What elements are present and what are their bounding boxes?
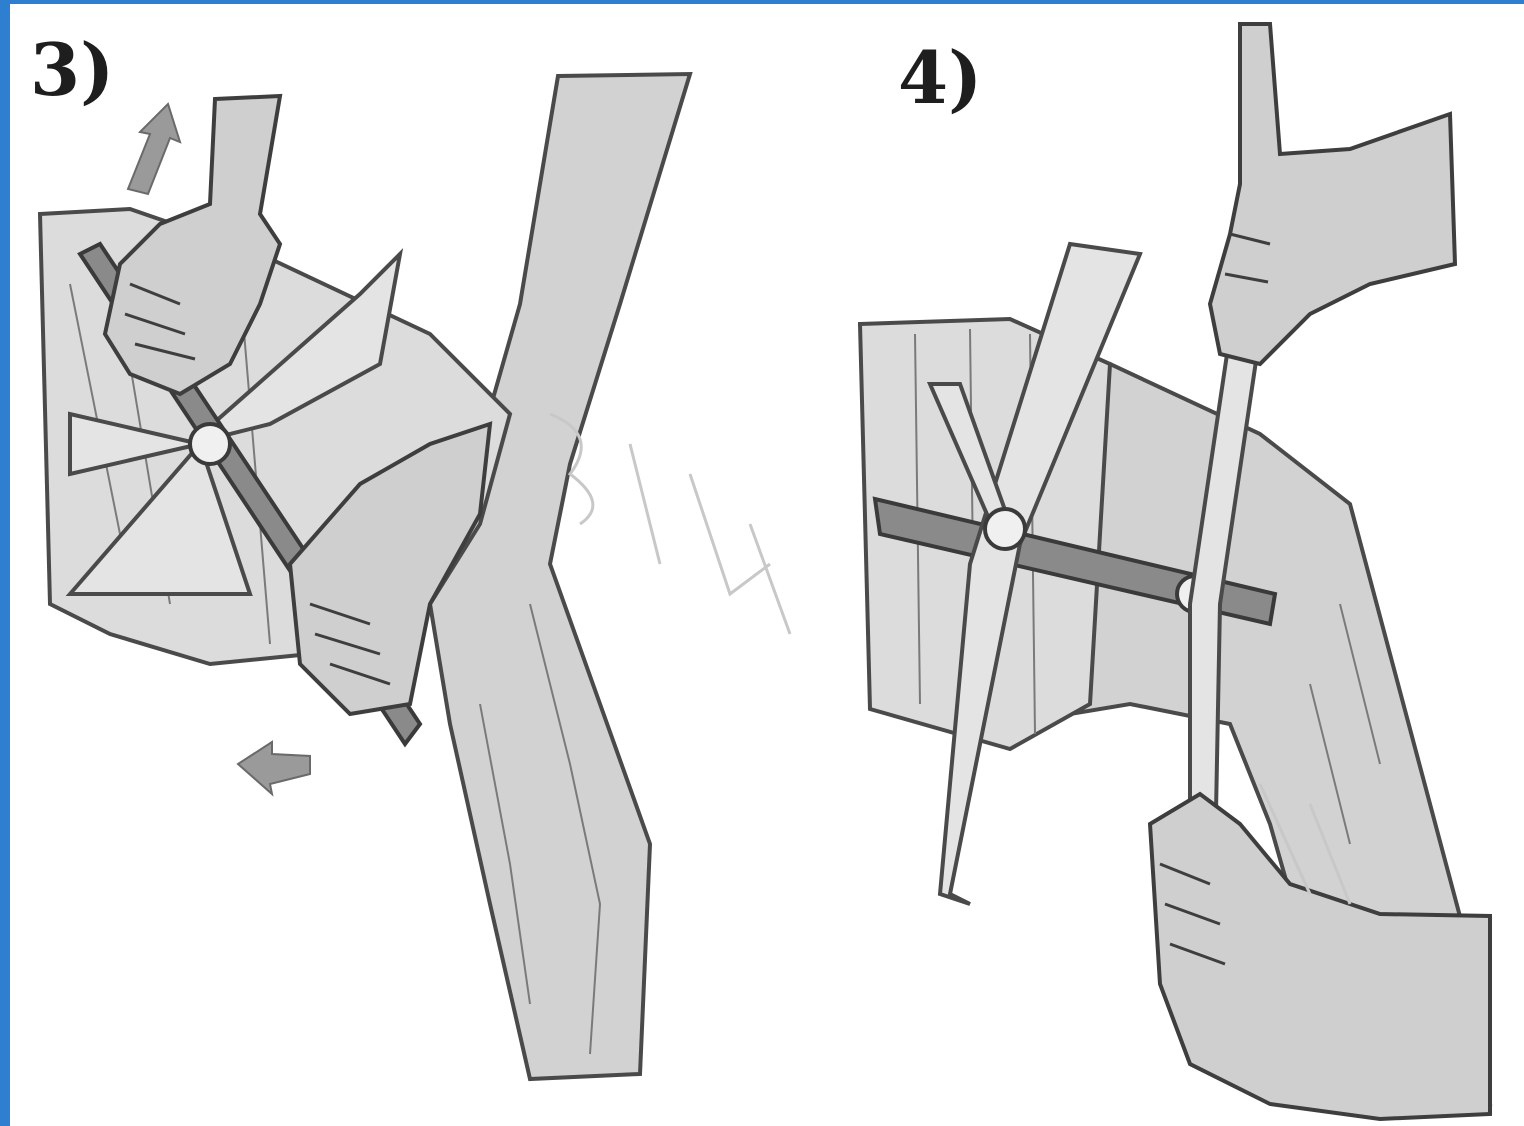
panel-4-windlass-stick — [872, 496, 1278, 627]
watermark — [549, 412, 1352, 905]
panel-3-twisted-cloth — [65, 440, 253, 596]
step-label-3: 3) — [30, 27, 115, 112]
tourniquet-illustration — [37, 22, 1493, 1122]
panel-4-upper-hand — [1207, 22, 1458, 367]
step-label-4: 4) — [898, 35, 983, 120]
panel-3-limb — [427, 71, 693, 1082]
panel-4-knot-center — [983, 507, 1027, 551]
panel-3-knot — [188, 422, 232, 466]
panel-4-lower-hand — [1147, 791, 1492, 1122]
curved-arrow-left-icon — [236, 740, 311, 797]
panel-4-drawing — [857, 22, 1493, 1122]
panel-4-strap-diagonal — [937, 241, 1143, 906]
curved-arrow-up-icon — [126, 102, 182, 196]
panel-3-drawing — [37, 71, 693, 1082]
panel-3-upper-hand — [102, 93, 283, 397]
